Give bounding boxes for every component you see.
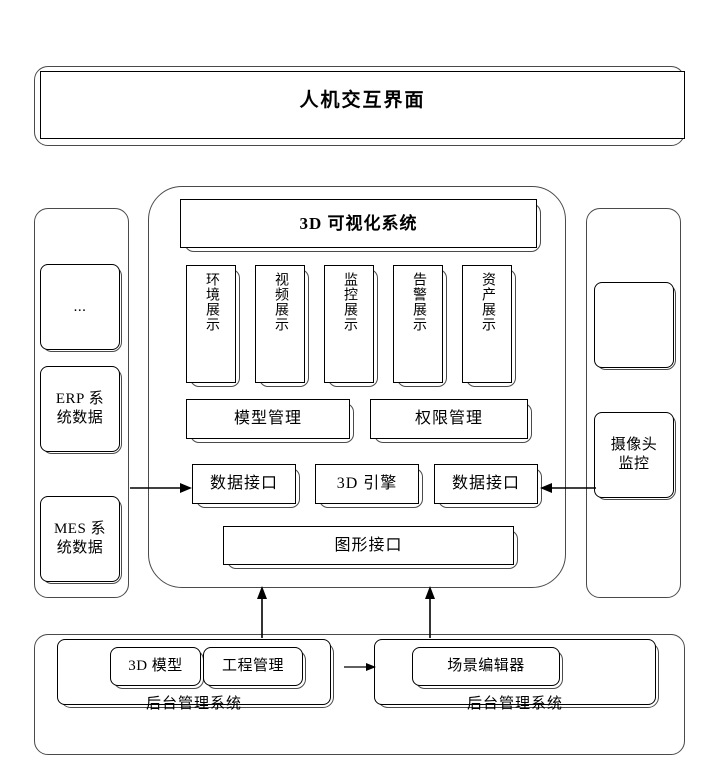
interface-0-label: 数据接口 xyxy=(209,475,278,492)
right-column-shell xyxy=(586,208,681,598)
display-3-label: 告警展示 xyxy=(411,272,426,332)
manager-permission[interactable]: 权限管理 xyxy=(370,399,528,439)
manager-1-label: 权限管理 xyxy=(414,410,483,427)
left-item-mes[interactable]: MES 系 统数据 xyxy=(40,496,120,582)
graphics-interface[interactable]: 图形接口 xyxy=(223,526,514,565)
manager-model[interactable]: 模型管理 xyxy=(186,399,350,439)
interface-2-label: 数据接口 xyxy=(451,475,520,492)
manager-0-label: 模型管理 xyxy=(233,410,302,427)
backend-item-3d-model[interactable]: 3D 模型 xyxy=(110,647,201,686)
left-item-erp[interactable]: ERP 系 统数据 xyxy=(40,366,120,452)
display-jiankong[interactable]: 监控展示 xyxy=(324,265,374,383)
display-0-label: 环境展示 xyxy=(204,272,219,332)
arrow-backend-left-to-core xyxy=(252,586,272,638)
arrow-backend-left-to-right xyxy=(344,658,376,676)
backend-right-caption: 后台管理系统 xyxy=(466,696,563,712)
left-item-ellipsis[interactable]: ... xyxy=(40,264,120,350)
backend-item-scene-editor[interactable]: 场景编辑器 xyxy=(412,647,560,686)
interface-1-label: 3D 引擎 xyxy=(336,475,398,492)
display-huanjing[interactable]: 环境展示 xyxy=(186,265,236,383)
core-header-label: 3D 可视化系统 xyxy=(299,213,418,233)
display-4-label: 资产展示 xyxy=(480,272,495,332)
interface-data-left[interactable]: 数据接口 xyxy=(192,464,296,504)
backend-item-project-mgmt[interactable]: 工程管理 xyxy=(203,647,303,686)
left-item-2-label: MES 系 统数据 xyxy=(53,521,107,556)
display-2-label: 监控展示 xyxy=(342,272,357,332)
backend-left-caption: 后台管理系统 xyxy=(145,696,242,712)
hmi-panel[interactable]: 人机交互界面 xyxy=(40,71,685,139)
interface-data-right[interactable]: 数据接口 xyxy=(434,464,538,504)
hmi-label: 人机交互界面 xyxy=(299,90,426,111)
right-item-camera[interactable]: 摄像头 监控 xyxy=(594,412,674,498)
arrow-left-to-core xyxy=(130,478,192,498)
display-zichan[interactable]: 资产展示 xyxy=(462,265,512,383)
graphics-interface-label: 图形接口 xyxy=(334,536,403,554)
backend-left-item-0-label: 3D 模型 xyxy=(128,658,183,675)
arrow-right-to-core xyxy=(540,478,596,498)
core-header-panel[interactable]: 3D 可视化系统 xyxy=(180,199,537,248)
right-item-1-label: 摄像头 监控 xyxy=(610,437,658,472)
right-item-empty[interactable] xyxy=(594,282,674,368)
interface-3d-engine[interactable]: 3D 引擎 xyxy=(315,464,419,504)
display-gaojing[interactable]: 告警展示 xyxy=(393,265,443,383)
left-item-0-label: ... xyxy=(73,298,87,315)
arrow-backend-right-to-core xyxy=(420,586,440,638)
display-shipin[interactable]: 视频展示 xyxy=(255,265,305,383)
backend-right-item-0-label: 场景编辑器 xyxy=(447,658,525,675)
left-item-1-label: ERP 系 统数据 xyxy=(55,391,105,426)
core-shell xyxy=(148,186,566,588)
display-1-label: 视频展示 xyxy=(273,272,288,332)
backend-left-item-1-label: 工程管理 xyxy=(221,658,284,675)
